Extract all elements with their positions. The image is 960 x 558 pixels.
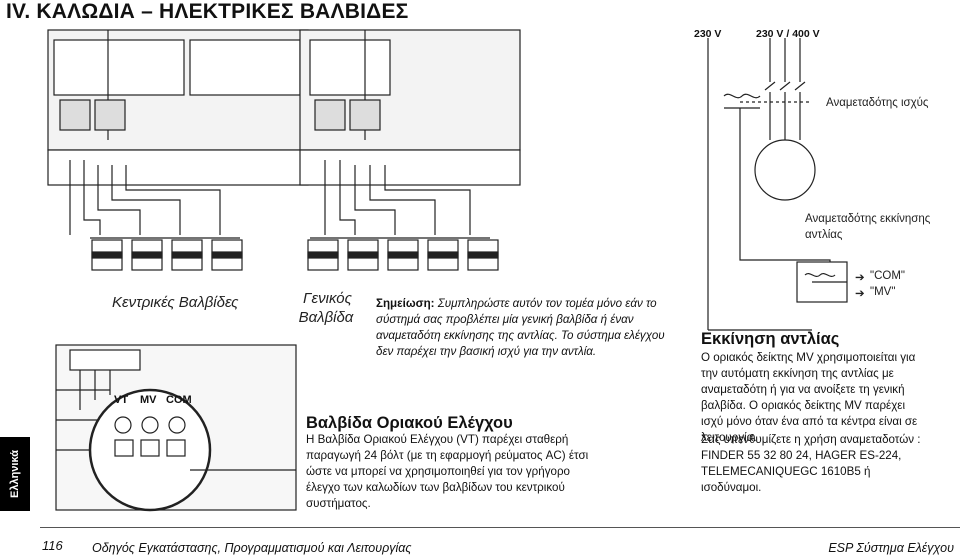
pump-start-text: Ο οριακός δείκτης MV χρησιμοποιείται για… xyxy=(701,351,918,444)
page-title: IV. ΚΑΛΩΔΙΑ – ΗΛΕΚΤΡΙΚΕΣ ΒΑΛΒΙΔΕΣ xyxy=(6,0,409,23)
page-number: 116 xyxy=(42,538,63,553)
mv-wire-label: "MV" xyxy=(870,286,896,298)
voltage-230-400-label: 230 V / 400 V xyxy=(756,28,820,40)
language-tab-label: Ελληνικά xyxy=(9,450,21,498)
note-label: Σημείωση: xyxy=(376,297,435,310)
footer-divider xyxy=(40,527,960,528)
voltage-230-label: 230 V xyxy=(694,28,722,40)
pump-start-heading: Εκκίνηση αντλίας xyxy=(701,330,840,348)
language-side-tab: Ελληνικά xyxy=(0,437,30,511)
relay-recommendation-text: Σας υπενθυμίζετε η χρήση αναμεταδοτών : … xyxy=(701,433,921,494)
footer-product-name: ESP Σύστημα Ελέγχου xyxy=(828,541,954,555)
test-valve-text: Η Βαλβίδα Οριακού Ελέγχου (VT) παρέχει σ… xyxy=(306,433,589,510)
arrow-icon: ➔ xyxy=(855,288,865,300)
arrow-icon: ➔ xyxy=(855,272,865,284)
test-valve-heading: Βαλβίδα Οριακού Ελέγχου xyxy=(306,414,513,432)
com-wire-label: "COM" xyxy=(870,270,905,282)
general-valve-label-2: Βαλβίδα xyxy=(298,309,354,326)
note-paragraph: Σημείωση: Συμπληρώστε αυτόν τον τομέα μό… xyxy=(376,296,676,360)
note-text: Συμπληρώστε αυτόν τον τομέα μόνο εάν το … xyxy=(376,297,665,358)
power-relay-label: Αναμεταδότης ισχύς xyxy=(826,97,929,109)
general-valve-label-1: Γενικός xyxy=(303,290,352,307)
start-relay-label-1: Αναμεταδότης εκκίνησης xyxy=(805,213,931,225)
master-valves-label: Κεντρικές Βαλβίδες xyxy=(112,294,239,311)
terminal-com-label: COM xyxy=(166,394,192,406)
terminal-vt-label: VT xyxy=(114,394,129,406)
start-relay-label-2: αντλίας xyxy=(805,229,843,241)
footer-manual-title: Οδηγός Εγκατάστασης, Προγραμματισμού και… xyxy=(92,541,412,555)
terminal-mv-label: MV xyxy=(140,394,157,406)
